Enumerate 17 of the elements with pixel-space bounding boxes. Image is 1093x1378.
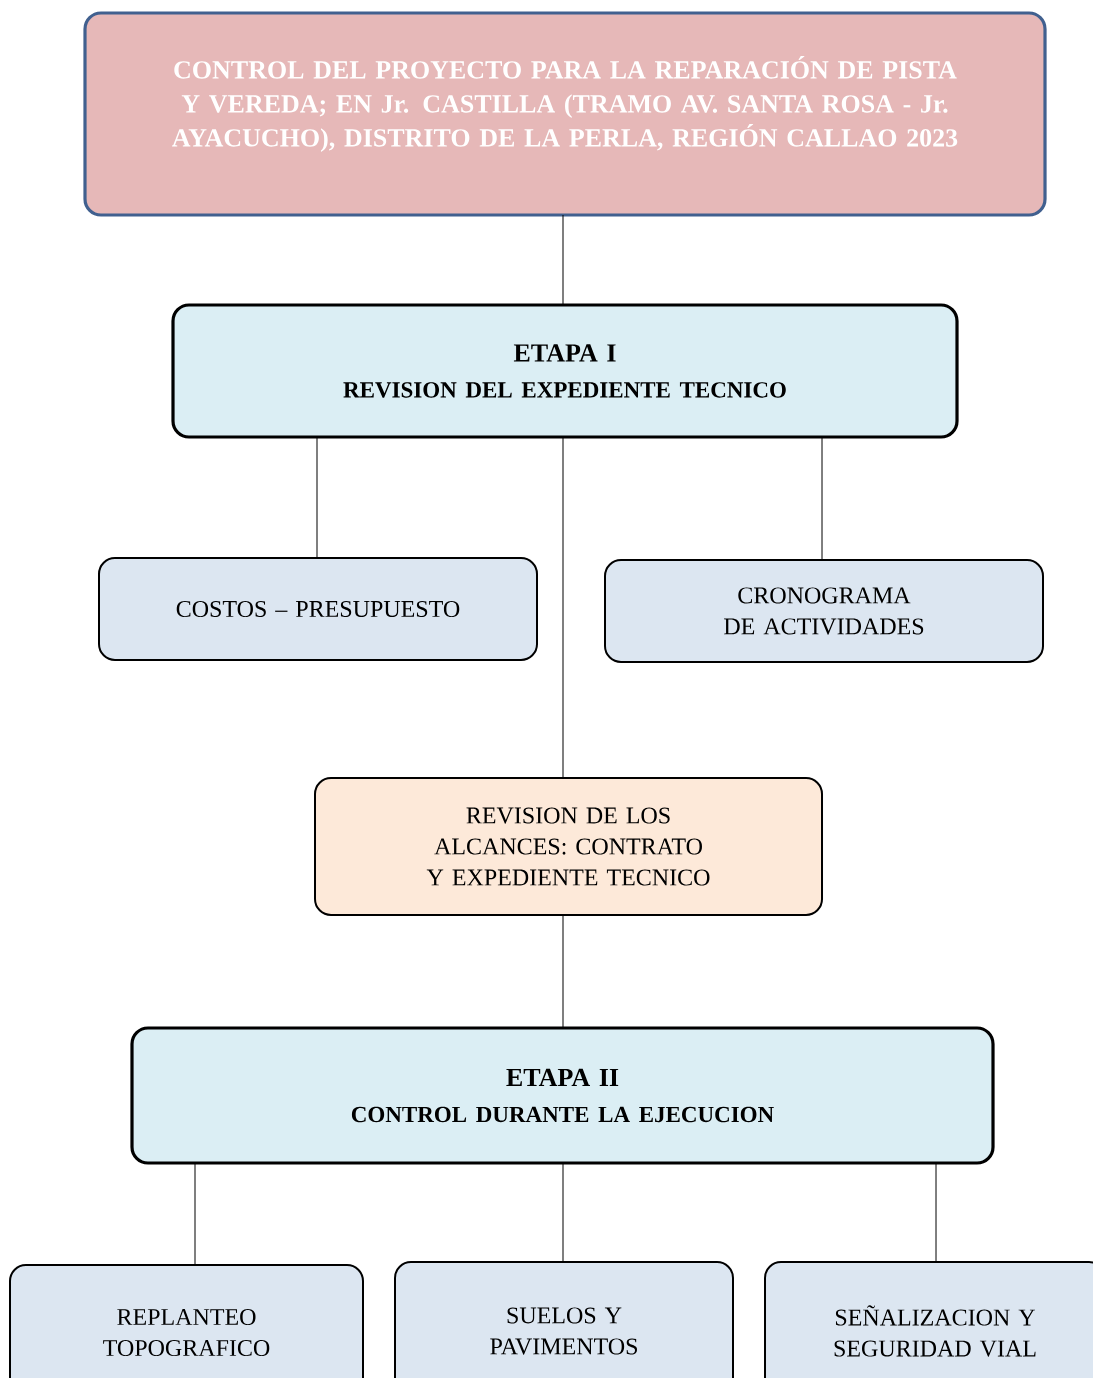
connector-line [316, 436, 318, 559]
connector-line [562, 436, 564, 779]
activity-box: CRONOGRAMA DE ACTIVIDADES [604, 559, 1044, 663]
connector-line [562, 214, 564, 306]
connector-line [935, 1162, 937, 1263]
activity-box: SUELOS Y PAVIMENTOS [394, 1261, 734, 1378]
activity-box: COSTOS – PRESUPUESTO [98, 557, 538, 661]
activity-box: REPLANTEO TOPOGRAFICO [9, 1264, 364, 1378]
activity-box: REVISION DE LOS ALCANCES: CONTRATO Y EXPEDIENTE TECNICO [314, 777, 823, 916]
connector-line [194, 1162, 196, 1266]
stage-box: ETAPA I REVISION DEL EXPEDIENTE TECNICO [171, 303, 959, 439]
connector-line [562, 914, 564, 1029]
activity-box: SEÑALIZACION Y SEGURIDAD VIAL [764, 1261, 1093, 1378]
title-box: CONTROL DEL PROYECTO PARA LA REPARACIÓN DE PISTA Y VEREDA; EN Jr. CASTILLA (TRAMO AV. SANTA ROSA - Jr. AYACUCHO), DISTRITO DE LA PERLA, REGIÓN CALLAO 2023 [83, 11, 1047, 217]
connector-line [821, 436, 823, 561]
connector-line [562, 1162, 564, 1263]
stage-box: ETAPA II CONTROL DURANTE LA EJECUCION [130, 1026, 995, 1165]
